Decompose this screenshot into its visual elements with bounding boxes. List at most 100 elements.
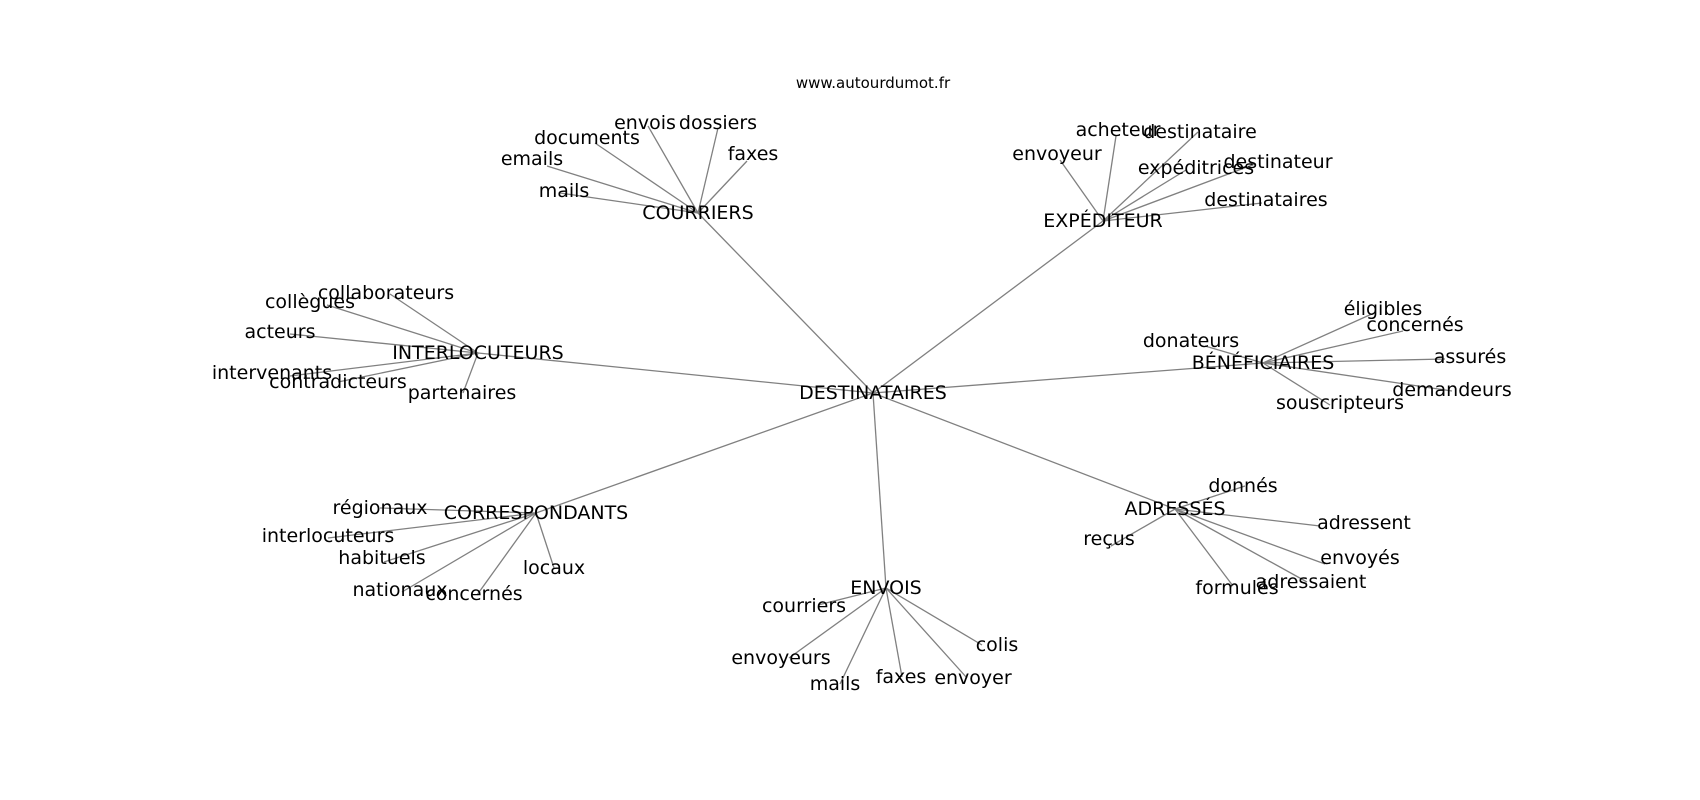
edge-center-correspondants	[535, 392, 874, 514]
hub-node-beneficiaires: BÉNÉFICIAIRES	[1192, 351, 1335, 374]
edge-interlocuteurs-acteurs	[289, 333, 479, 354]
edge-adresses-formules	[1174, 508, 1234, 587]
leaf-node-envoyeurs: envoyeurs	[731, 647, 830, 669]
leaf-node-dossiers: dossiers	[679, 112, 757, 134]
edge-beneficiaires-eligibles	[1262, 312, 1375, 364]
leaf-node-acteurs: acteurs	[245, 321, 316, 343]
leaf-node-courriers: courriers	[762, 595, 846, 617]
leaf-node-adressent: adressent	[1317, 512, 1411, 534]
edge-courriers-documents	[594, 142, 699, 214]
edge-center-interlocuteurs	[477, 352, 874, 394]
leaf-node-collegues: collègues	[265, 291, 355, 313]
leaf-node-envoyer: envoyer	[934, 667, 1012, 689]
edge-expediteur-acheteur	[1102, 135, 1117, 222]
leaf-node-souscripteurs: souscripteurs	[1276, 392, 1404, 414]
edge-beneficiaires-concernes	[1262, 330, 1404, 364]
edge-correspondants-nationaux	[401, 512, 537, 593]
leaf-node-envoyeur: envoyeur	[1012, 143, 1102, 165]
leaf-node-destinateur: destinateur	[1223, 151, 1332, 173]
hub-node-expediteur: EXPÉDITEUR	[1043, 209, 1162, 232]
leaf-node-assures: assurés	[1434, 346, 1506, 368]
leaf-node-adressaient: adressaient	[1256, 571, 1367, 593]
leaf-node-regionaux: régionaux	[332, 497, 427, 519]
leaf-node-partenaires: partenaires	[408, 382, 517, 404]
leaf-node-intervenants: intervenants	[212, 362, 332, 384]
edge-adresses-adressent	[1174, 508, 1321, 527]
edge-beneficiaires-donateurs	[1204, 345, 1264, 364]
edge-correspondants-locaux	[535, 512, 555, 569]
edge-center-adresses	[872, 392, 1176, 510]
edges	[289, 125, 1453, 685]
leaf-node-interlocuteurs: interlocuteurs	[262, 525, 395, 547]
leaf-node-demandeurs: demandeurs	[1392, 379, 1511, 401]
edge-correspondants-regionaux	[379, 507, 537, 514]
site-watermark: www.autourdumot.fr	[796, 74, 951, 92]
edge-courriers-emails	[546, 165, 699, 214]
leaf-node-destinataires: destinataires	[1204, 189, 1327, 211]
leaf-node-emails: emails	[501, 148, 563, 170]
edge-center-envois	[872, 392, 887, 589]
leaf-node-collaborateurs: collaborateurs	[318, 282, 454, 304]
edge-correspondants-interlocuteurs	[327, 512, 537, 539]
leaf-node-faxes: faxes	[876, 666, 927, 688]
edge-adresses-donnes	[1174, 485, 1246, 510]
edge-beneficiaires-demandeurs	[1262, 362, 1453, 392]
leaf-node-mails: mails	[810, 673, 861, 695]
leaf-node-habituels: habituels	[338, 547, 425, 569]
center-node-label: DESTINATAIRES	[799, 382, 947, 404]
edge-correspondants-habituels	[383, 512, 537, 563]
leaf-node-expeditrices: expéditrices	[1138, 157, 1254, 179]
edge-adresses-adressaient	[1174, 508, 1308, 583]
leaf-node-concernes: concernés	[425, 583, 522, 605]
edge-interlocuteurs-partenaires	[462, 352, 479, 394]
edge-expediteur-destinateur	[1102, 163, 1256, 222]
edge-expediteur-destinataire	[1102, 131, 1199, 222]
edge-courriers-mails	[559, 192, 699, 214]
edge-expediteur-destinataires	[1102, 202, 1263, 222]
leaf-node-contradicteurs: contradicteurs	[269, 371, 407, 393]
leaf-node-colis: colis	[976, 634, 1019, 656]
leaf-node-documents: documents	[534, 127, 640, 149]
edge-envois-courriers	[817, 587, 887, 606]
edge-courriers-faxes	[697, 160, 748, 214]
hub-node-envois: ENVOIS	[850, 577, 922, 599]
edge-interlocuteurs-contradicteurs	[337, 352, 479, 383]
edge-envois-colis	[885, 587, 983, 646]
edge-expediteur-envoyeur	[1059, 159, 1104, 222]
hub-node-interlocuteurs: INTERLOCUTEURS	[392, 342, 563, 364]
edge-center-courriers	[697, 212, 874, 394]
edge-interlocuteurs-collaborateurs	[389, 293, 479, 354]
leaf-node-recus: reçus	[1083, 528, 1134, 550]
leaf-node-envois: envois	[614, 112, 676, 134]
edge-envois-faxes	[885, 587, 903, 678]
edge-courriers-dossiers	[697, 127, 719, 214]
edge-center-beneficiaires	[872, 362, 1264, 394]
hub-node-correspondants: CORRESPONDANTS	[444, 502, 629, 524]
leaf-node-donateurs: donateurs	[1143, 330, 1239, 352]
edge-expediteur-expeditrices	[1102, 169, 1187, 222]
leaf-node-nationaux: nationaux	[352, 579, 447, 601]
edge-envois-envoyeurs	[788, 587, 887, 659]
leaf-node-destinataire: destinataire	[1143, 121, 1257, 143]
hub-node-adresses: ADRESSÉS	[1124, 497, 1225, 520]
edge-beneficiaires-assures	[1262, 358, 1446, 364]
edge-adresses-recus	[1110, 508, 1176, 547]
leaf-node-acheteur: acheteur	[1076, 119, 1161, 141]
leaf-node-envoyes: envoyés	[1320, 547, 1399, 569]
leaf-node-mails: mails	[539, 180, 590, 202]
leaf-node-eligibles: éligibles	[1344, 298, 1423, 320]
hub-node-courriers: COURRIERS	[642, 202, 753, 224]
edge-adresses-envoyes	[1174, 508, 1326, 565]
edge-center-expediteur	[872, 220, 1104, 394]
edge-envois-envoyer	[885, 587, 968, 679]
edge-envois-mails	[839, 587, 887, 685]
edge-beneficiaires-souscripteurs	[1262, 362, 1331, 406]
leaf-node-locaux: locaux	[523, 557, 585, 579]
leaf-node-faxes: faxes	[728, 143, 779, 165]
edge-interlocuteurs-intervenants	[289, 352, 479, 377]
leaf-node-donnes: donnés	[1208, 475, 1277, 497]
edge-correspondants-concernes	[476, 512, 537, 596]
edge-interlocuteurs-collegues	[326, 304, 479, 354]
